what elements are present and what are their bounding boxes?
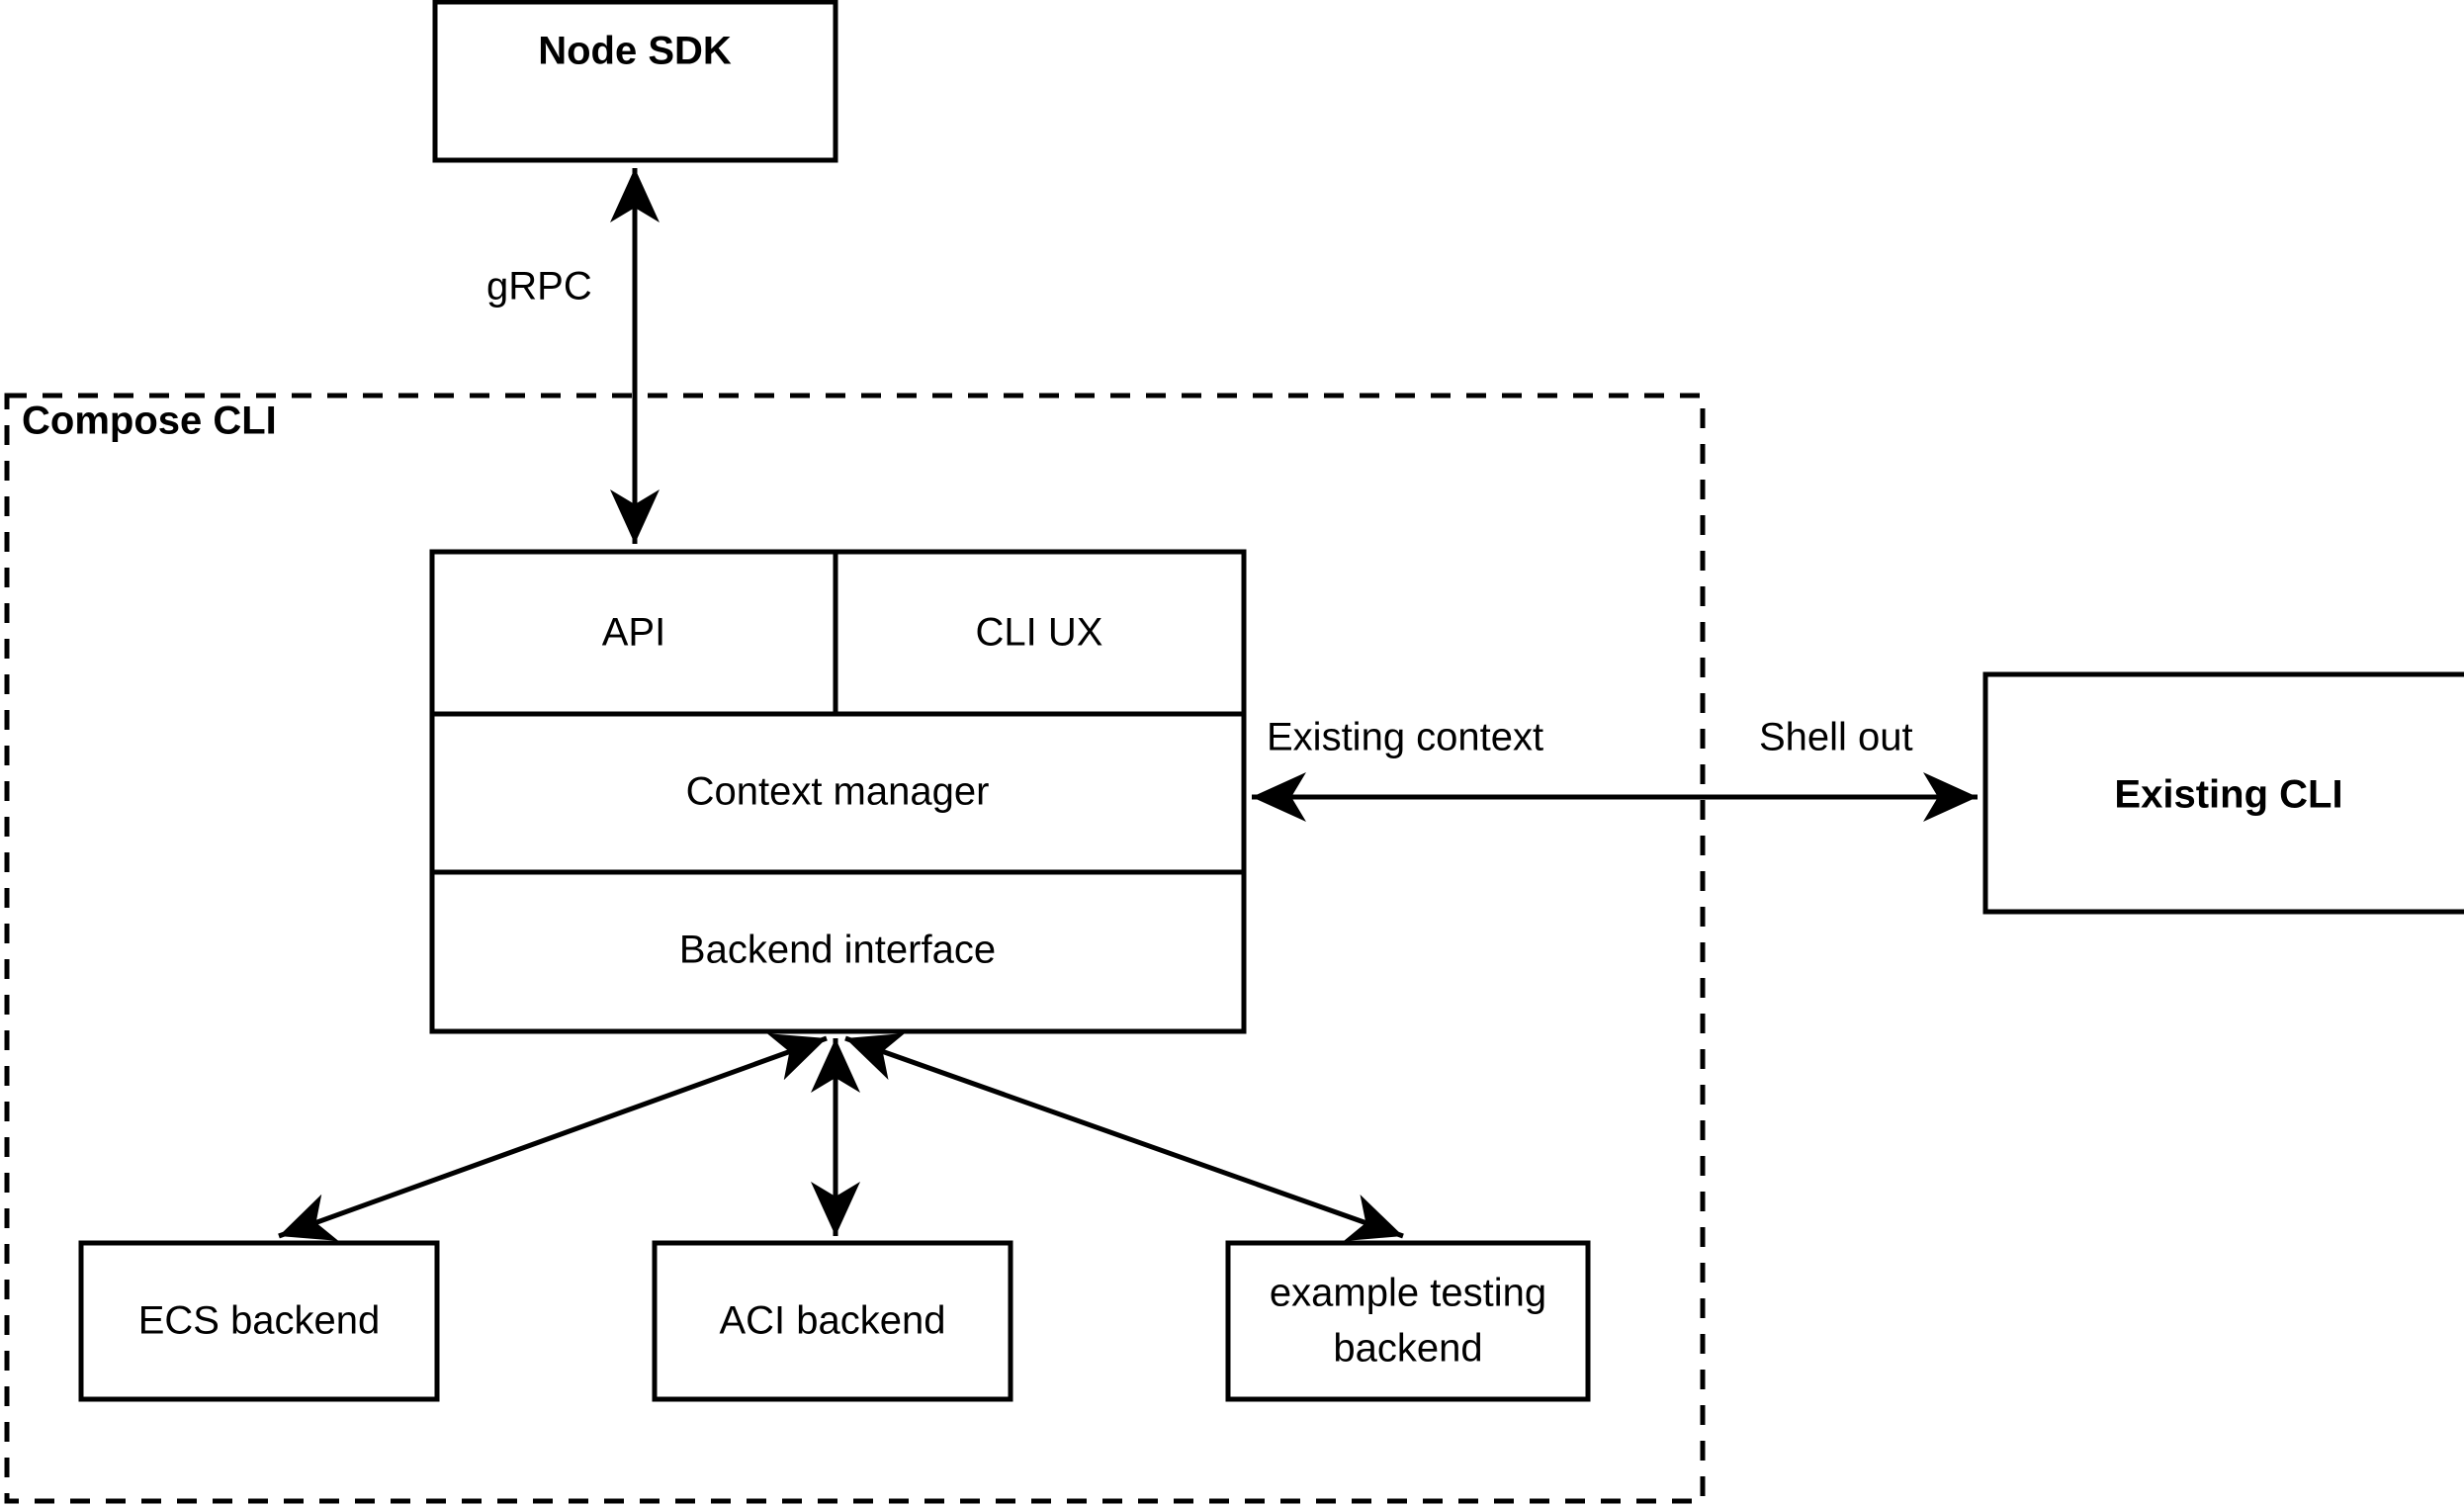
node-sdk-box (432, 0, 838, 163)
existing-cli-label: Existing CLI (2114, 773, 2342, 817)
compose-cli-group-boundary (4, 393, 1706, 1504)
existing-cli-box (1982, 671, 2464, 915)
grpc-edge-label: gRPC (486, 265, 592, 309)
node-sdk-label: Node SDK (538, 30, 732, 73)
ecs-backend-label: ECS backend (138, 1299, 381, 1343)
example-testing-backend-edge (844, 1032, 1404, 1242)
example-testing-backend-label-line2: backend (1333, 1327, 1482, 1371)
api-label: API (602, 611, 665, 655)
ecs-backend-box (78, 1240, 440, 1402)
shell-out-edge-label: Shell out (1759, 716, 1913, 759)
aci-backend-label: ACI backend (719, 1299, 945, 1343)
backend-interface-label: Backend interface (679, 929, 996, 972)
compose-cli-core-box (429, 549, 1247, 1034)
example-testing-backend-box (1225, 1240, 1591, 1402)
context-manager-label: Context manager (686, 770, 990, 814)
aci-backend-box (652, 1240, 1013, 1402)
ecs-backend-edge (278, 1033, 828, 1241)
compose-cli-group-label: Compose CLI (22, 399, 277, 443)
cli-ux-label: CLI UX (976, 611, 1103, 655)
example-testing-backend-label-line1: example testing (1270, 1272, 1546, 1315)
existing-context-edge-label: Existing context (1267, 716, 1543, 759)
